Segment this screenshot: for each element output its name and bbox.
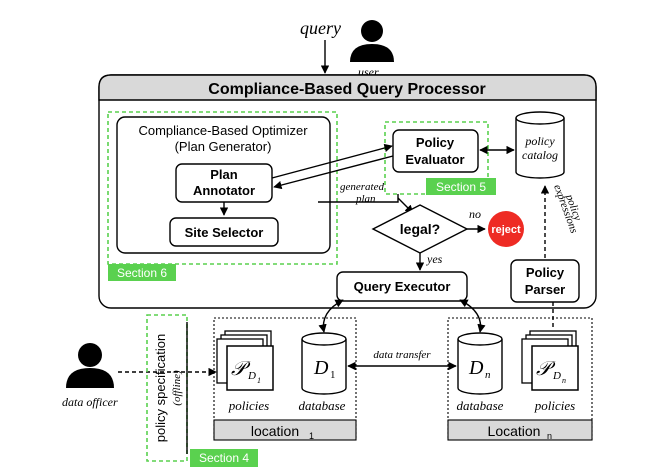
policy-catalog-cylinder — [515, 111, 565, 179]
site-selector-label: Site Selector — [185, 225, 264, 240]
executor-dbn-arrow — [459, 299, 486, 333]
location-1-database-symbol: D — [313, 357, 329, 379]
location-n-policies-sub: D — [552, 370, 561, 382]
policy-spec-label: policy specification — [153, 334, 168, 442]
location-1-footer-label: location — [251, 423, 299, 439]
section-6-label: Section 6 — [117, 266, 167, 280]
policy-parser-box — [510, 259, 580, 303]
generated-plan-line — [318, 194, 399, 203]
site-selector-box — [169, 217, 279, 247]
query-label: query — [300, 18, 341, 38]
location-1-database-label: database — [299, 398, 346, 413]
location-n-database-label: database — [457, 398, 504, 413]
query-executor-box — [336, 271, 468, 302]
section-4-label: Section 4 — [199, 451, 249, 465]
executor-db1-arrow — [318, 299, 344, 333]
location-1-database-sub: 1 — [330, 369, 336, 381]
policy-parser-line1: Policy — [526, 265, 565, 280]
policy-parser-line2: Parser — [525, 282, 565, 297]
evaluator-to-annotator-arrow — [273, 155, 394, 190]
location-1-footer — [213, 419, 357, 441]
location-1-policies-label: policies — [228, 398, 269, 413]
policy-evaluator-box — [392, 129, 479, 173]
section-6-frame — [107, 111, 338, 265]
annotator-to-evaluator-arrow — [271, 143, 393, 179]
generated-label: generated — [340, 181, 384, 193]
location-1-policies-subsub: 1 — [257, 376, 261, 385]
optimizer-title-line1: Compliance-Based Optimizer — [138, 123, 308, 138]
location-n-database-sub: n — [485, 369, 491, 381]
query-executor-label: Query Executor — [354, 279, 451, 294]
location-n-policies-icon — [521, 330, 579, 391]
location-n-database-symbol: D — [468, 357, 484, 379]
plan-annotator-line1: Plan — [210, 167, 238, 182]
location-n-footer-sub: n — [547, 431, 552, 441]
no-label: no — [469, 207, 481, 221]
policy-evaluator-line2: Evaluator — [405, 152, 464, 167]
data-transfer-label: data transfer — [373, 349, 431, 361]
location-n-policies-subsub: n — [562, 376, 566, 385]
section-5-tag — [426, 178, 496, 195]
location-n-policies-label: policies — [534, 398, 575, 413]
processor-title: Compliance-Based Query Processor — [208, 81, 485, 98]
optimizer-title-line2: (Plan Generator) — [175, 139, 272, 154]
reject-label: reject — [491, 224, 521, 236]
location-1-policies-icon — [216, 330, 274, 391]
legal-decision-label: legal? — [400, 221, 440, 237]
data-officer-icon — [66, 343, 114, 388]
location-1-policies-sub: D — [247, 370, 256, 382]
location-1-database-cylinder — [301, 332, 347, 395]
section-5-label: Section 5 — [436, 180, 486, 194]
processor-header — [98, 74, 597, 101]
data-officer-label: data officer — [62, 395, 118, 409]
yes-label: yes — [426, 252, 443, 266]
reject-circle — [488, 211, 524, 247]
location-n-database-cylinder — [457, 332, 503, 395]
location-1-footer-sub: 1 — [309, 431, 314, 441]
section-6-tag — [108, 264, 176, 281]
policy-catalog-line2: catalog — [522, 148, 558, 162]
user-icon — [350, 20, 394, 62]
section-4-tag — [190, 449, 258, 467]
plan-annotator-line2: Annotator — [193, 183, 255, 198]
location-n-footer — [447, 419, 593, 441]
policy-evaluator-line1: Policy — [416, 135, 455, 150]
policy-catalog-line1: policy — [524, 134, 555, 148]
location-n-footer-label: Location — [488, 423, 541, 439]
policy-spec-offline: (offline) — [171, 370, 183, 406]
plan-label: plan — [355, 193, 376, 205]
